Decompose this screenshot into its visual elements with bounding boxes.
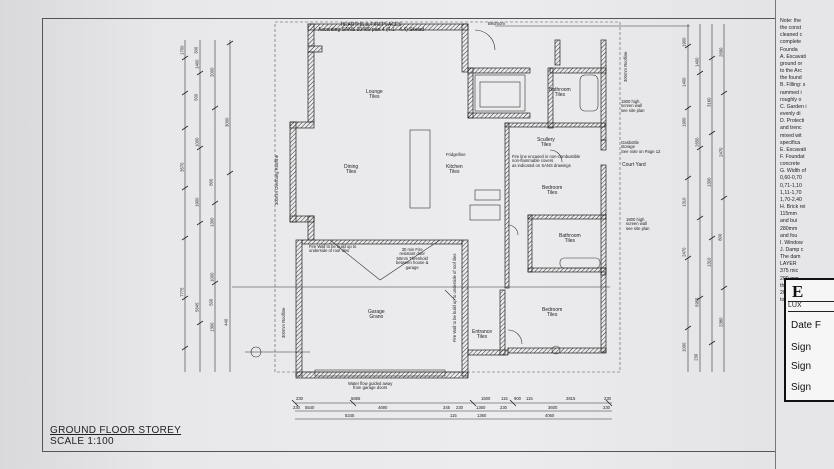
- stamp-sign-3: Sign: [791, 382, 812, 393]
- note-line: and fou: [780, 232, 798, 239]
- approval-stamp: E LUX Date F Sign Sign Sign: [784, 278, 834, 402]
- note-line: roughly o: [780, 96, 802, 103]
- refrigerator-label: Fridge/line: [446, 152, 466, 157]
- note-line: 0,71-1,10: [780, 182, 802, 189]
- note-line: LAYER: [780, 261, 797, 268]
- note-line: B. Filling: s: [780, 82, 806, 89]
- note-line: I. Window: [780, 239, 803, 246]
- note-line: F. Foundat: [780, 153, 805, 160]
- note-line: E. Excavati: [780, 146, 806, 153]
- note-line: cleaned c: [780, 32, 803, 39]
- roofline-right-label: 300mm Roofline: [623, 51, 628, 83]
- note-line: and bui: [780, 218, 798, 225]
- stamp-initial: E: [792, 282, 804, 301]
- note-line: Note: the: [780, 18, 802, 24]
- note-line: 375 mic: [780, 268, 799, 275]
- note-line: mixed wit: [780, 132, 802, 139]
- roofline-left-label: 300mm Overhang Roofline: [274, 154, 279, 205]
- note-line: G. Width of: [780, 168, 806, 175]
- stamp-sign-2: Sign: [791, 361, 812, 372]
- room-label-courtyard: Court Yard: [622, 162, 646, 168]
- note-line: 1,11-1,70: [780, 189, 802, 196]
- note-line: ground or: [780, 60, 803, 67]
- note-line: concrete: [780, 161, 800, 168]
- note-line: A. Excavati: [780, 53, 806, 60]
- note-line: D. Protecti: [780, 118, 805, 125]
- note-line: complete: [780, 39, 802, 46]
- note-line: evenly di: [780, 111, 801, 118]
- note-line: H. Brick rei: [780, 204, 806, 211]
- note-line: and trenc: [780, 125, 802, 132]
- drawing-scale: SCALE 1:100: [50, 436, 114, 447]
- firewall-note-2: Fire Wall to be build up to underside of…: [452, 253, 457, 342]
- stamp-company: LUX: [788, 301, 834, 312]
- note-line: the found: [780, 75, 802, 82]
- note-line: Founda: [780, 46, 798, 53]
- note-line: to the Arc: [780, 68, 802, 75]
- note-line: 0,60-0,70: [780, 175, 802, 182]
- bedroom-top-label: Bedroom: [488, 21, 505, 26]
- note-line: specifica: [780, 139, 801, 146]
- note-line: 280mm: [780, 225, 798, 232]
- drawing-title-text: GROUND FLOOR STOREY: [50, 425, 182, 436]
- note-line: the const: [780, 25, 802, 32]
- drawing-title: GROUND FLOOR STOREY SCALE 1:100: [50, 425, 181, 447]
- note-line: J. Damp c: [780, 247, 804, 253]
- stamp-sign-1: Sign: [791, 342, 812, 353]
- note-line: 1,70-2,40: [780, 196, 802, 203]
- note-line: C. Garden i: [780, 103, 807, 110]
- note-line: The dam: [780, 254, 801, 261]
- roofline-garage-label: 300mm Roofline: [281, 307, 286, 339]
- stamp-date-label: Date F: [791, 320, 822, 331]
- note-line: 115mm: [780, 211, 797, 218]
- note-line: rammed i: [780, 89, 802, 96]
